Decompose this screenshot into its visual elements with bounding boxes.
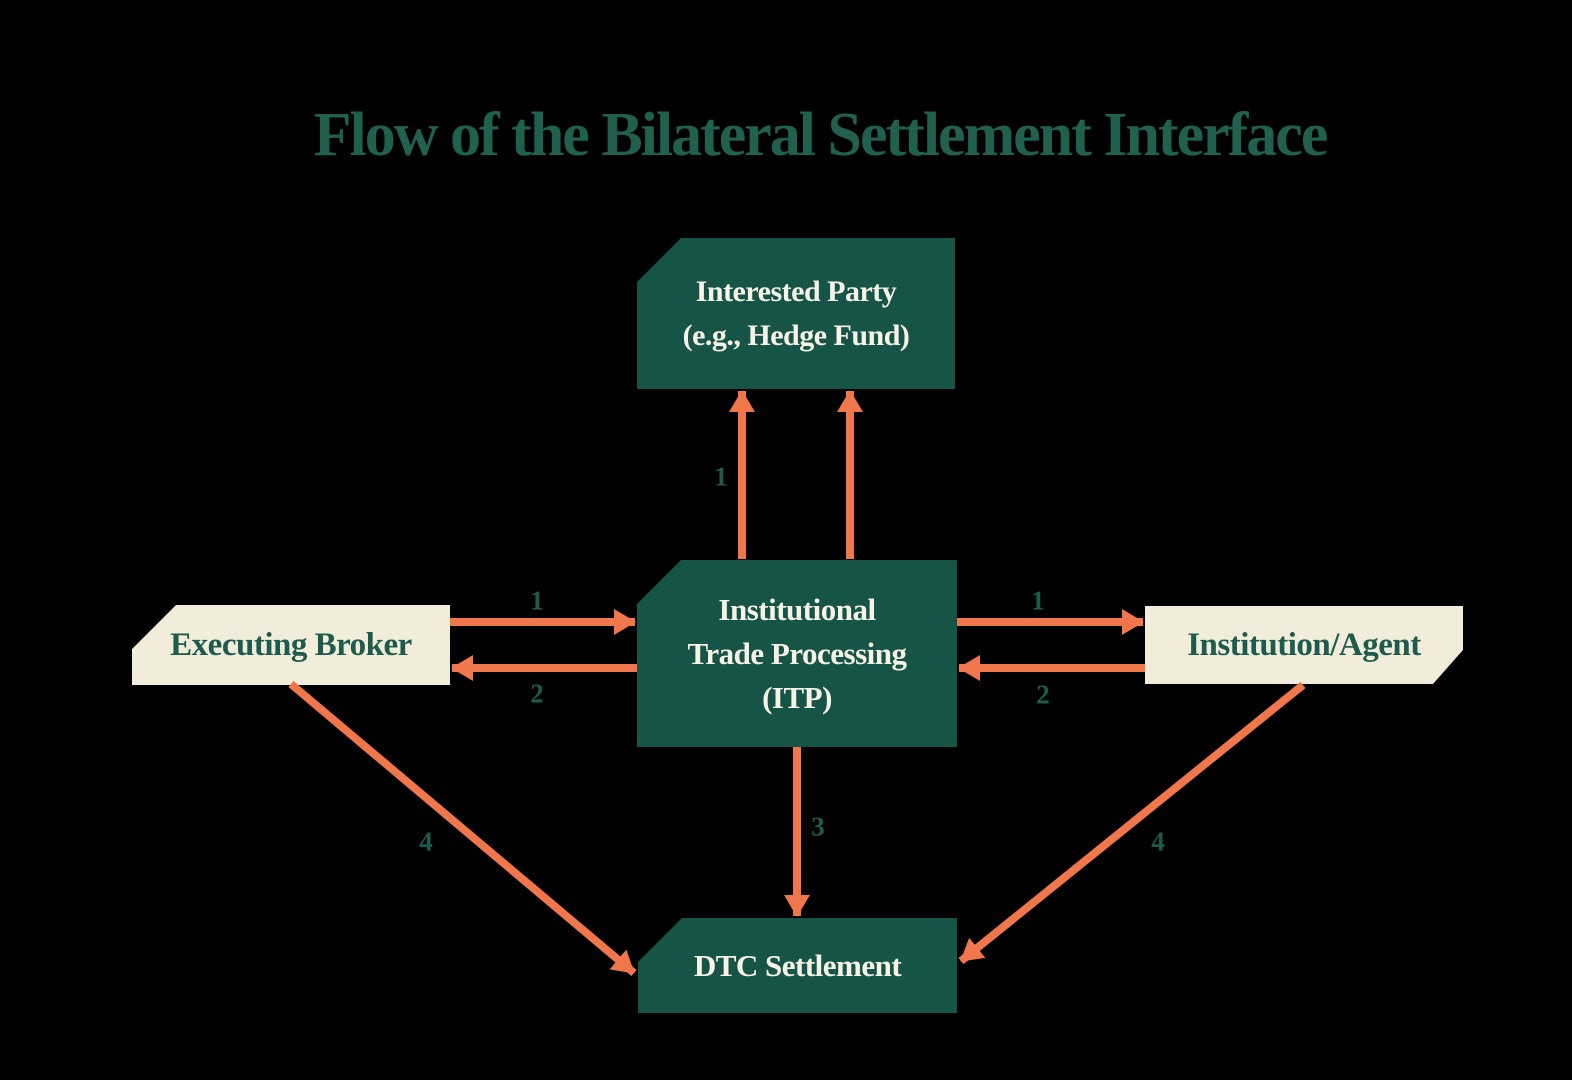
- arrow-broker-to-dtc: [288, 680, 637, 977]
- node-itp-label: Institutional Trade Processing (ITP): [687, 591, 907, 715]
- step-label-itp-to-broker: 2: [530, 678, 544, 709]
- node-institution-agent-label: Institution/Agent: [1187, 626, 1421, 663]
- step-label-agent-to-itp: 2: [1036, 679, 1050, 710]
- node-interested-party: Interested Party (e.g., Hedge Fund): [637, 238, 955, 389]
- arrow-agent-to-dtc: [958, 681, 1306, 965]
- diagram-title: Flow of the Bilateral Settlement Interfa…: [313, 101, 1329, 169]
- node-executing-broker-label: Executing Broker: [170, 626, 412, 663]
- step-label-itp-to-agent: 1: [1031, 585, 1045, 616]
- step-label-agent-to-dtc: 4: [1151, 826, 1165, 857]
- node-dtc-settlement-label: DTC Settlement: [693, 947, 902, 983]
- step-label-broker-to-dtc: 4: [419, 826, 433, 857]
- node-executing-broker: Executing Broker: [132, 605, 450, 685]
- step-label-itp-to-party: 1: [714, 461, 728, 492]
- step-label-broker-to-itp: 1: [530, 585, 544, 616]
- node-institution-agent: Institution/Agent: [1145, 606, 1463, 684]
- step-label-itp-to-dtc: 3: [811, 811, 825, 842]
- node-interested-party-label: Interested Party (e.g., Hedge Fund): [682, 274, 910, 352]
- node-dtc-settlement: DTC Settlement: [638, 918, 957, 1013]
- node-itp: Institutional Trade Processing (ITP): [637, 560, 957, 747]
